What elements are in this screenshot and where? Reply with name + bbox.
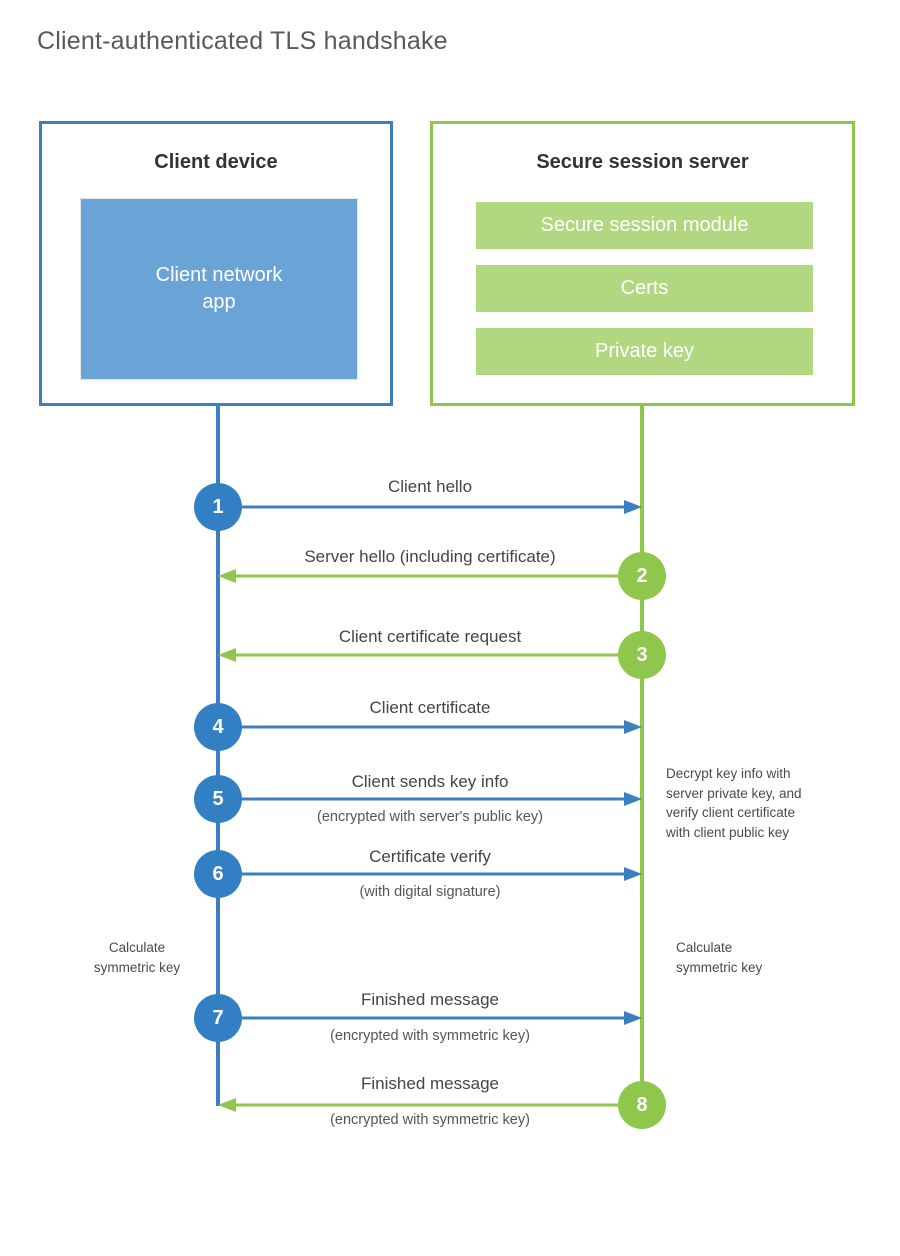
note-line: symmetric key <box>93 959 181 975</box>
step-5-label: Client sends key info <box>351 772 509 791</box>
step-5-sublabel: (encrypted with server's public key) <box>317 809 543 825</box>
step-4-label: Client certificate <box>369 698 491 717</box>
step-circle-1[interactable]: 1 <box>194 483 242 531</box>
step-7-arrow-right <box>218 1008 642 1028</box>
note-line: verify client certificate <box>666 805 796 821</box>
step-7-sublabel: (encrypted with symmetric key) <box>330 1028 530 1044</box>
server-decrypt-note: Decrypt key info with server private key… <box>666 764 846 842</box>
step-7-label: Finished message <box>361 990 499 1009</box>
step-6-sublabel: (with digital signature) <box>359 884 501 900</box>
step-8-arrow-left <box>218 1095 642 1115</box>
step-5-arrow-right <box>218 789 642 809</box>
step-circle-4[interactable]: 4 <box>194 703 242 751</box>
step-3-label: Client certificate request <box>338 627 522 646</box>
server-component-secure-session-module: Secure session module <box>476 202 813 249</box>
server-calculate-symmetric-key-note: Calculate symmetric key <box>676 938 816 977</box>
note-line: Calculate <box>676 940 733 955</box>
server-lifeline <box>640 406 644 1105</box>
note-line: with client public key <box>666 824 790 840</box>
step-1-arrow-right <box>218 497 642 517</box>
client-device-title: Client device <box>154 151 278 173</box>
page-title: Client-authenticated TLS handshake <box>37 27 448 55</box>
step-circle-5[interactable]: 5 <box>194 775 242 823</box>
note-line: Calculate <box>108 940 166 955</box>
step-6-label: Certificate verify <box>369 847 491 866</box>
step-3-arrow-left <box>218 645 642 665</box>
server-component-label: Private key <box>595 340 694 362</box>
step-8-label: Finished message <box>361 1074 499 1093</box>
client-calculate-symmetric-key-note: Calculate symmetric key <box>77 938 197 977</box>
step-2-label: Server hello (including certificate) <box>304 547 556 566</box>
step-circle-8[interactable]: 8 <box>618 1081 666 1129</box>
step-circle-6[interactable]: 6 <box>194 850 242 898</box>
server-component-label: Certs <box>620 277 669 299</box>
note-line: server private key, and <box>666 785 802 801</box>
note-line: Decrypt key info with <box>666 766 791 781</box>
server-component-certs: Certs <box>476 265 813 312</box>
server-component-label: Secure session module <box>540 214 749 236</box>
server-component-private-key: Private key <box>476 328 813 375</box>
step-circle-2[interactable]: 2 <box>618 552 666 600</box>
step-2-arrow-left <box>218 566 642 586</box>
step-1-label: Client hello <box>387 477 473 496</box>
client-lifeline <box>216 406 220 1106</box>
step-8-sublabel: (encrypted with symmetric key) <box>330 1112 530 1128</box>
step-circle-7[interactable]: 7 <box>194 994 242 1042</box>
note-line: symmetric key <box>676 959 763 975</box>
secure-session-server-box: Secure session server Secure session mod… <box>430 121 855 406</box>
step-circle-3[interactable]: 3 <box>618 631 666 679</box>
step-4-arrow-right <box>218 717 642 737</box>
step-6-arrow-right <box>218 864 642 884</box>
secure-session-server-title: Secure session server <box>536 151 749 173</box>
